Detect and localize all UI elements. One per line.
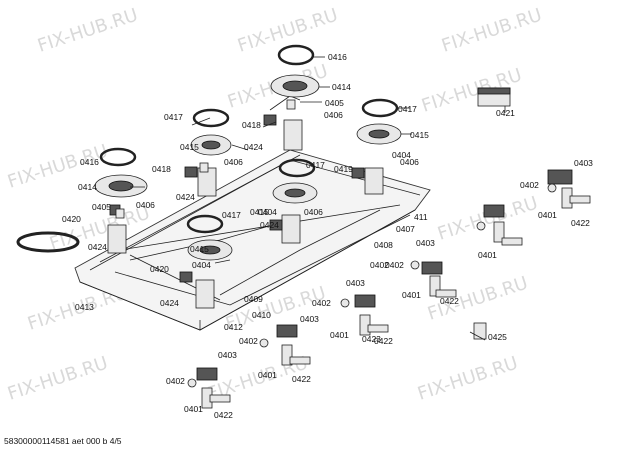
- watermark-text: FIX-HUB.RU: [435, 193, 540, 245]
- part-label: 0404: [258, 207, 277, 217]
- part-label: 0422: [374, 336, 393, 346]
- part-label: 0415: [410, 130, 429, 140]
- part-label: 0419: [334, 164, 353, 174]
- part-label: 0418: [152, 164, 171, 174]
- part-label: 0417: [222, 210, 241, 220]
- part-label: 0401: [330, 330, 349, 340]
- part-label: 0424: [260, 220, 279, 230]
- part-label: 0402: [385, 260, 404, 270]
- burner-caps: [16, 44, 402, 261]
- part-label: 0404: [392, 150, 411, 160]
- part-label: 0424: [160, 298, 179, 308]
- part-label: 0402: [166, 376, 185, 386]
- part-label: 0422: [571, 218, 590, 228]
- part-label: 0422: [440, 296, 459, 306]
- part-label: 0406: [304, 207, 323, 217]
- part-label: 0402: [312, 298, 331, 308]
- part-label: 0422: [214, 410, 233, 420]
- part-label: 0405: [92, 202, 111, 212]
- part-label: 0414: [78, 182, 97, 192]
- part-label: 0413: [75, 302, 94, 312]
- part-label: 0401: [478, 250, 497, 260]
- watermark-text: FIX-HUB.RU: [5, 353, 110, 405]
- part-label: 0401: [184, 404, 203, 414]
- part-label: 0401: [258, 370, 277, 380]
- part-label: 0423: [362, 334, 381, 344]
- part-label: 0405: [325, 98, 344, 108]
- part-label: 0417: [398, 104, 417, 114]
- watermark-text: FIX-HUB.RU: [439, 5, 544, 57]
- part-label: 0402: [239, 336, 258, 346]
- burner-bodies: [107, 99, 384, 309]
- part-label: 0415: [190, 244, 209, 254]
- part-label: 0403: [300, 314, 319, 324]
- part-label: 0418: [242, 120, 261, 130]
- part-label: 0417: [164, 112, 183, 122]
- part-label: 0412: [224, 322, 243, 332]
- part-label: 0404: [192, 260, 211, 270]
- part-label: 0403: [416, 238, 435, 248]
- watermark-text: FIX-HUB.RU: [415, 353, 520, 405]
- part-label: 0406: [224, 157, 243, 167]
- document-footer-code: 58300000114581 aet 000 b 4/5: [4, 436, 122, 446]
- part-label: 0401: [538, 210, 557, 220]
- part-label: 0402: [520, 180, 539, 190]
- part-label: 0408: [374, 240, 393, 250]
- gas-valves: [187, 169, 591, 409]
- part-label: 0403: [574, 158, 593, 168]
- part-label: 0406: [136, 200, 155, 210]
- part-label: 0420: [150, 264, 169, 274]
- part-label: 0403: [346, 278, 365, 288]
- part-label: 0422: [292, 374, 311, 384]
- loose-parts: [473, 87, 511, 340]
- part-label: 0409: [244, 294, 263, 304]
- part-label: 0420: [62, 214, 81, 224]
- leader-lines: [130, 56, 506, 341]
- watermark-text: FIX-HUB.RU: [235, 5, 340, 57]
- part-label: 0410: [252, 310, 271, 320]
- part-label: 0415: [180, 142, 199, 152]
- part-label: 0403: [218, 350, 237, 360]
- part-label: 411: [414, 212, 428, 222]
- part-label: 0407: [396, 224, 415, 234]
- part-label: 0417: [306, 160, 325, 170]
- part-label: 0406: [324, 110, 343, 120]
- part-label: 0424: [88, 242, 107, 252]
- cooktop-frame: [74, 149, 431, 331]
- part-label: 0424: [244, 142, 263, 152]
- part-label: 0415: [250, 207, 269, 217]
- part-label: 0406: [400, 157, 419, 167]
- part-label: 0414: [332, 82, 351, 92]
- part-number-labels: 0416 0414 0405 0417 0418 0406 0417 0415 0424 0404…: [62, 52, 593, 420]
- part-label: 0416: [328, 52, 347, 62]
- part-label: 0425: [488, 332, 507, 342]
- watermark-text: FIX-HUB.RU: [35, 5, 140, 57]
- part-label: 0416: [80, 157, 99, 167]
- part-label: 0402: [370, 260, 389, 270]
- part-label: 0401: [402, 290, 421, 300]
- part-label: 0424: [176, 192, 195, 202]
- part-label: 0421: [496, 108, 515, 118]
